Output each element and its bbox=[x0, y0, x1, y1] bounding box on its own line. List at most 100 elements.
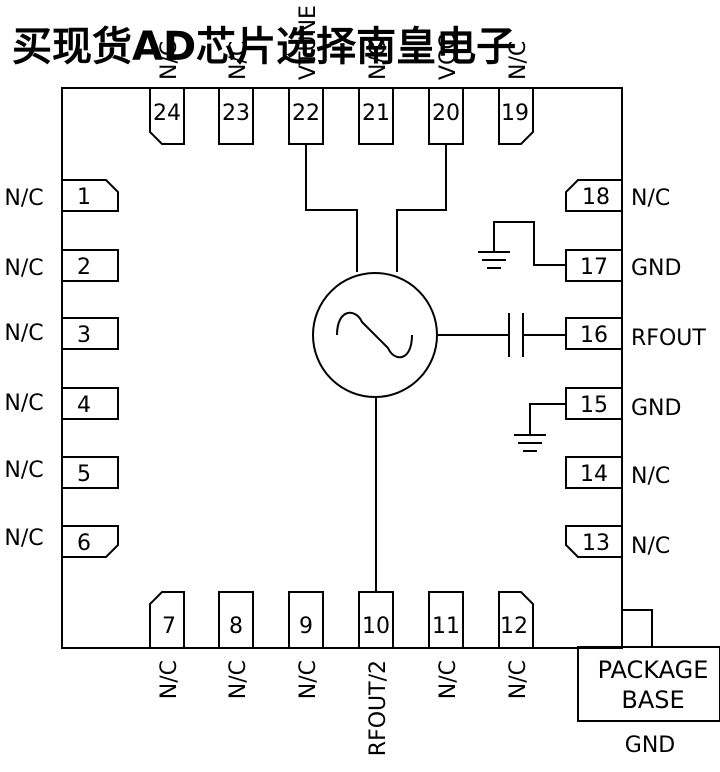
pin-1-number: 1 bbox=[77, 185, 91, 210]
pin-6-number: 6 bbox=[77, 531, 91, 556]
pin-8-number: 8 bbox=[229, 614, 243, 639]
ground-icon-15 bbox=[514, 434, 546, 452]
pin-9-label: N/C bbox=[296, 660, 321, 699]
pin-19: 19 N/C bbox=[498, 41, 534, 145]
pin-14-label: N/C bbox=[631, 464, 670, 489]
pin-19-label: N/C bbox=[506, 41, 531, 80]
pin-24-pad bbox=[149, 88, 185, 145]
pin-20: 20 VCC bbox=[428, 34, 464, 145]
pin-5-label: N/C bbox=[4, 458, 43, 483]
pin-5: 5 N/C bbox=[4, 456, 119, 489]
watermark-banner: 买现货AD芯片选择南皇电子 bbox=[12, 24, 516, 70]
pin-4-number: 4 bbox=[77, 393, 91, 418]
capacitor-icon bbox=[508, 313, 524, 357]
pin-12-number: 12 bbox=[500, 614, 528, 639]
pin-9-number: 9 bbox=[299, 614, 313, 639]
pin-20-number: 20 bbox=[432, 101, 460, 126]
pin-16-number: 16 bbox=[580, 323, 608, 348]
pin-16-pad bbox=[565, 317, 622, 350]
pin-18-pad bbox=[565, 179, 622, 212]
pin-7: 7 N/C bbox=[149, 591, 185, 699]
wire-vcc bbox=[396, 144, 447, 272]
wire-vtune bbox=[305, 144, 358, 272]
wire-package-base bbox=[622, 609, 653, 647]
pin-10-number: 10 bbox=[362, 614, 390, 639]
pin-3-label: N/C bbox=[4, 321, 43, 346]
pin-8-pad bbox=[218, 591, 254, 648]
pin-4-pad bbox=[62, 387, 119, 420]
pin-21-label: N/C bbox=[366, 41, 391, 80]
pin-6-label: N/C bbox=[4, 526, 43, 551]
pin-21-pad bbox=[358, 88, 394, 145]
pin-2: 2 N/C bbox=[4, 249, 119, 282]
pin-19-pad bbox=[498, 88, 534, 145]
pin-20-label: VCC bbox=[436, 34, 461, 80]
pin-18: 18 N/C bbox=[565, 179, 670, 212]
pin-11-label: N/C bbox=[436, 660, 461, 699]
pin-10: 10 RFOUT/2 bbox=[358, 591, 394, 756]
pin-24-label: N/C bbox=[157, 41, 182, 80]
pin-11: 11 N/C bbox=[428, 591, 464, 699]
pin-2-pad bbox=[62, 249, 119, 282]
pin-15: 15 GND bbox=[565, 387, 681, 421]
pin-23-pad bbox=[218, 88, 254, 145]
pin-13-pad bbox=[565, 525, 622, 558]
pin-8: 8 N/C bbox=[218, 591, 254, 699]
pin-7-pad bbox=[149, 591, 185, 648]
pin-14-number: 14 bbox=[580, 462, 608, 487]
pin-6-pad bbox=[62, 525, 119, 558]
pin-18-number: 18 bbox=[582, 185, 610, 210]
pin-3-number: 3 bbox=[77, 323, 91, 348]
pin-7-label: N/C bbox=[157, 660, 182, 699]
pin-13-label: N/C bbox=[631, 534, 670, 559]
pin-17-number: 17 bbox=[580, 255, 608, 280]
pin-22-number: 22 bbox=[292, 101, 320, 126]
pin-4: 4 N/C bbox=[4, 387, 119, 420]
pin-2-label: N/C bbox=[4, 256, 43, 281]
pin-1-label: N/C bbox=[4, 186, 43, 211]
package-outline bbox=[61, 87, 623, 649]
pin-23-number: 23 bbox=[222, 101, 250, 126]
sine-wave-icon bbox=[336, 311, 413, 359]
pin-16: 16 RFOUT bbox=[565, 317, 706, 351]
pin-17-label: GND bbox=[631, 256, 681, 281]
pin-23: 23 N/C bbox=[218, 41, 254, 145]
pin-14-pad bbox=[565, 456, 622, 489]
pin-12: 12 N/C bbox=[498, 591, 534, 699]
pin-3: 3 N/C bbox=[4, 317, 119, 350]
pin-13: 13 N/C bbox=[565, 525, 670, 559]
pin-16-label: RFOUT bbox=[631, 326, 706, 351]
package-base-line1: PACKAGE bbox=[598, 656, 709, 684]
wire-gnd-17 bbox=[493, 221, 566, 266]
pin-5-pad bbox=[62, 456, 119, 489]
pin-22: 22 VTUNE bbox=[288, 5, 324, 145]
pin-22-label: VTUNE bbox=[296, 5, 321, 80]
pin-15-label: GND bbox=[631, 396, 681, 421]
pin-1: 1 N/C bbox=[4, 179, 119, 212]
pin-11-pad bbox=[428, 591, 464, 648]
pin-24: 24 N/C bbox=[149, 41, 185, 145]
pin-9-pad bbox=[288, 591, 324, 648]
pin-7-number: 7 bbox=[162, 614, 176, 639]
pin-14: 14 N/C bbox=[565, 456, 670, 489]
pin-19-number: 19 bbox=[501, 101, 529, 126]
pin-11-number: 11 bbox=[432, 614, 460, 639]
oscillator-icon bbox=[312, 272, 438, 398]
pin-21: 21 N/C bbox=[358, 41, 394, 145]
pin-12-pad bbox=[498, 591, 534, 648]
pin-13-number: 13 bbox=[582, 531, 610, 556]
pin-8-label: N/C bbox=[226, 660, 251, 699]
pin-17: 17 GND bbox=[565, 249, 681, 282]
pin-1-pad bbox=[62, 179, 119, 212]
pin-10-label: RFOUT/2 bbox=[366, 660, 391, 756]
package-base-gnd-label: GND bbox=[625, 733, 675, 758]
pin-18-label: N/C bbox=[631, 186, 670, 211]
pin-21-number: 21 bbox=[362, 101, 390, 126]
pin-4-label: N/C bbox=[4, 391, 43, 416]
pin-5-number: 5 bbox=[77, 462, 91, 487]
ground-icon-17 bbox=[478, 251, 510, 269]
package-base-box bbox=[577, 646, 720, 722]
pin-2-number: 2 bbox=[77, 255, 91, 280]
pin-6: 6 N/C bbox=[4, 525, 119, 558]
